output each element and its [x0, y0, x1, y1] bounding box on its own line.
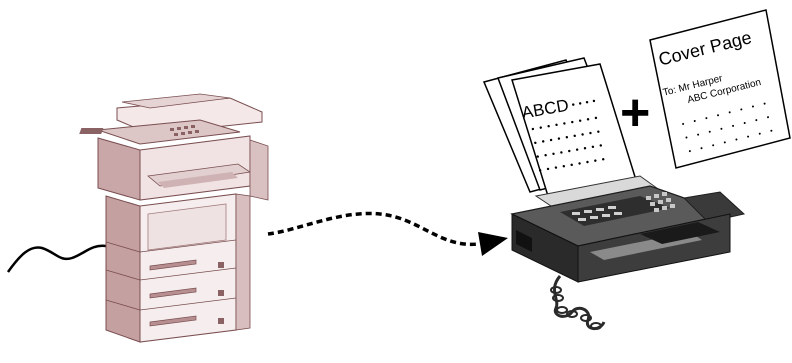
- document-stack: ABCD: [484, 58, 636, 196]
- plus-symbol: +: [620, 84, 650, 142]
- dashed-arrow-icon: [268, 213, 478, 244]
- copier-icon: [79, 94, 268, 342]
- fax-machine-icon: [512, 176, 744, 329]
- cover-page: Cover Page To: Mr Harper ABC Corporation: [650, 10, 790, 168]
- cable-icon: [8, 246, 106, 272]
- arrowhead: [478, 232, 508, 256]
